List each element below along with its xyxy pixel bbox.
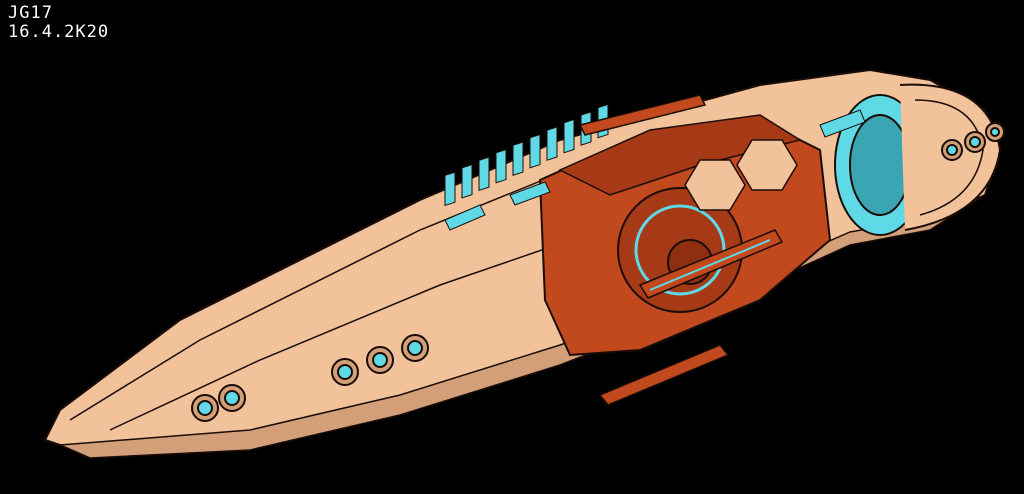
armor-top-plate: [558, 114, 802, 196]
cannon-glow: [649, 239, 771, 291]
artist-signature: JG17 16.4.2K20: [8, 4, 109, 42]
signature-date: 16.4.2K20: [8, 22, 110, 42]
lower-spar: [598, 344, 730, 406]
deck-panels: [444, 109, 866, 231]
hull-panel-line-2: [109, 229, 601, 431]
hull-ports: [191, 334, 429, 422]
hull-panel-line: [69, 164, 581, 421]
vent-strip: [444, 103, 609, 207]
engine-ports: [941, 122, 1005, 161]
upper-spar: [578, 94, 707, 136]
engine-section: [834, 83, 1002, 236]
signature-initials: JG17: [8, 3, 53, 23]
hex-cluster: [684, 139, 798, 211]
